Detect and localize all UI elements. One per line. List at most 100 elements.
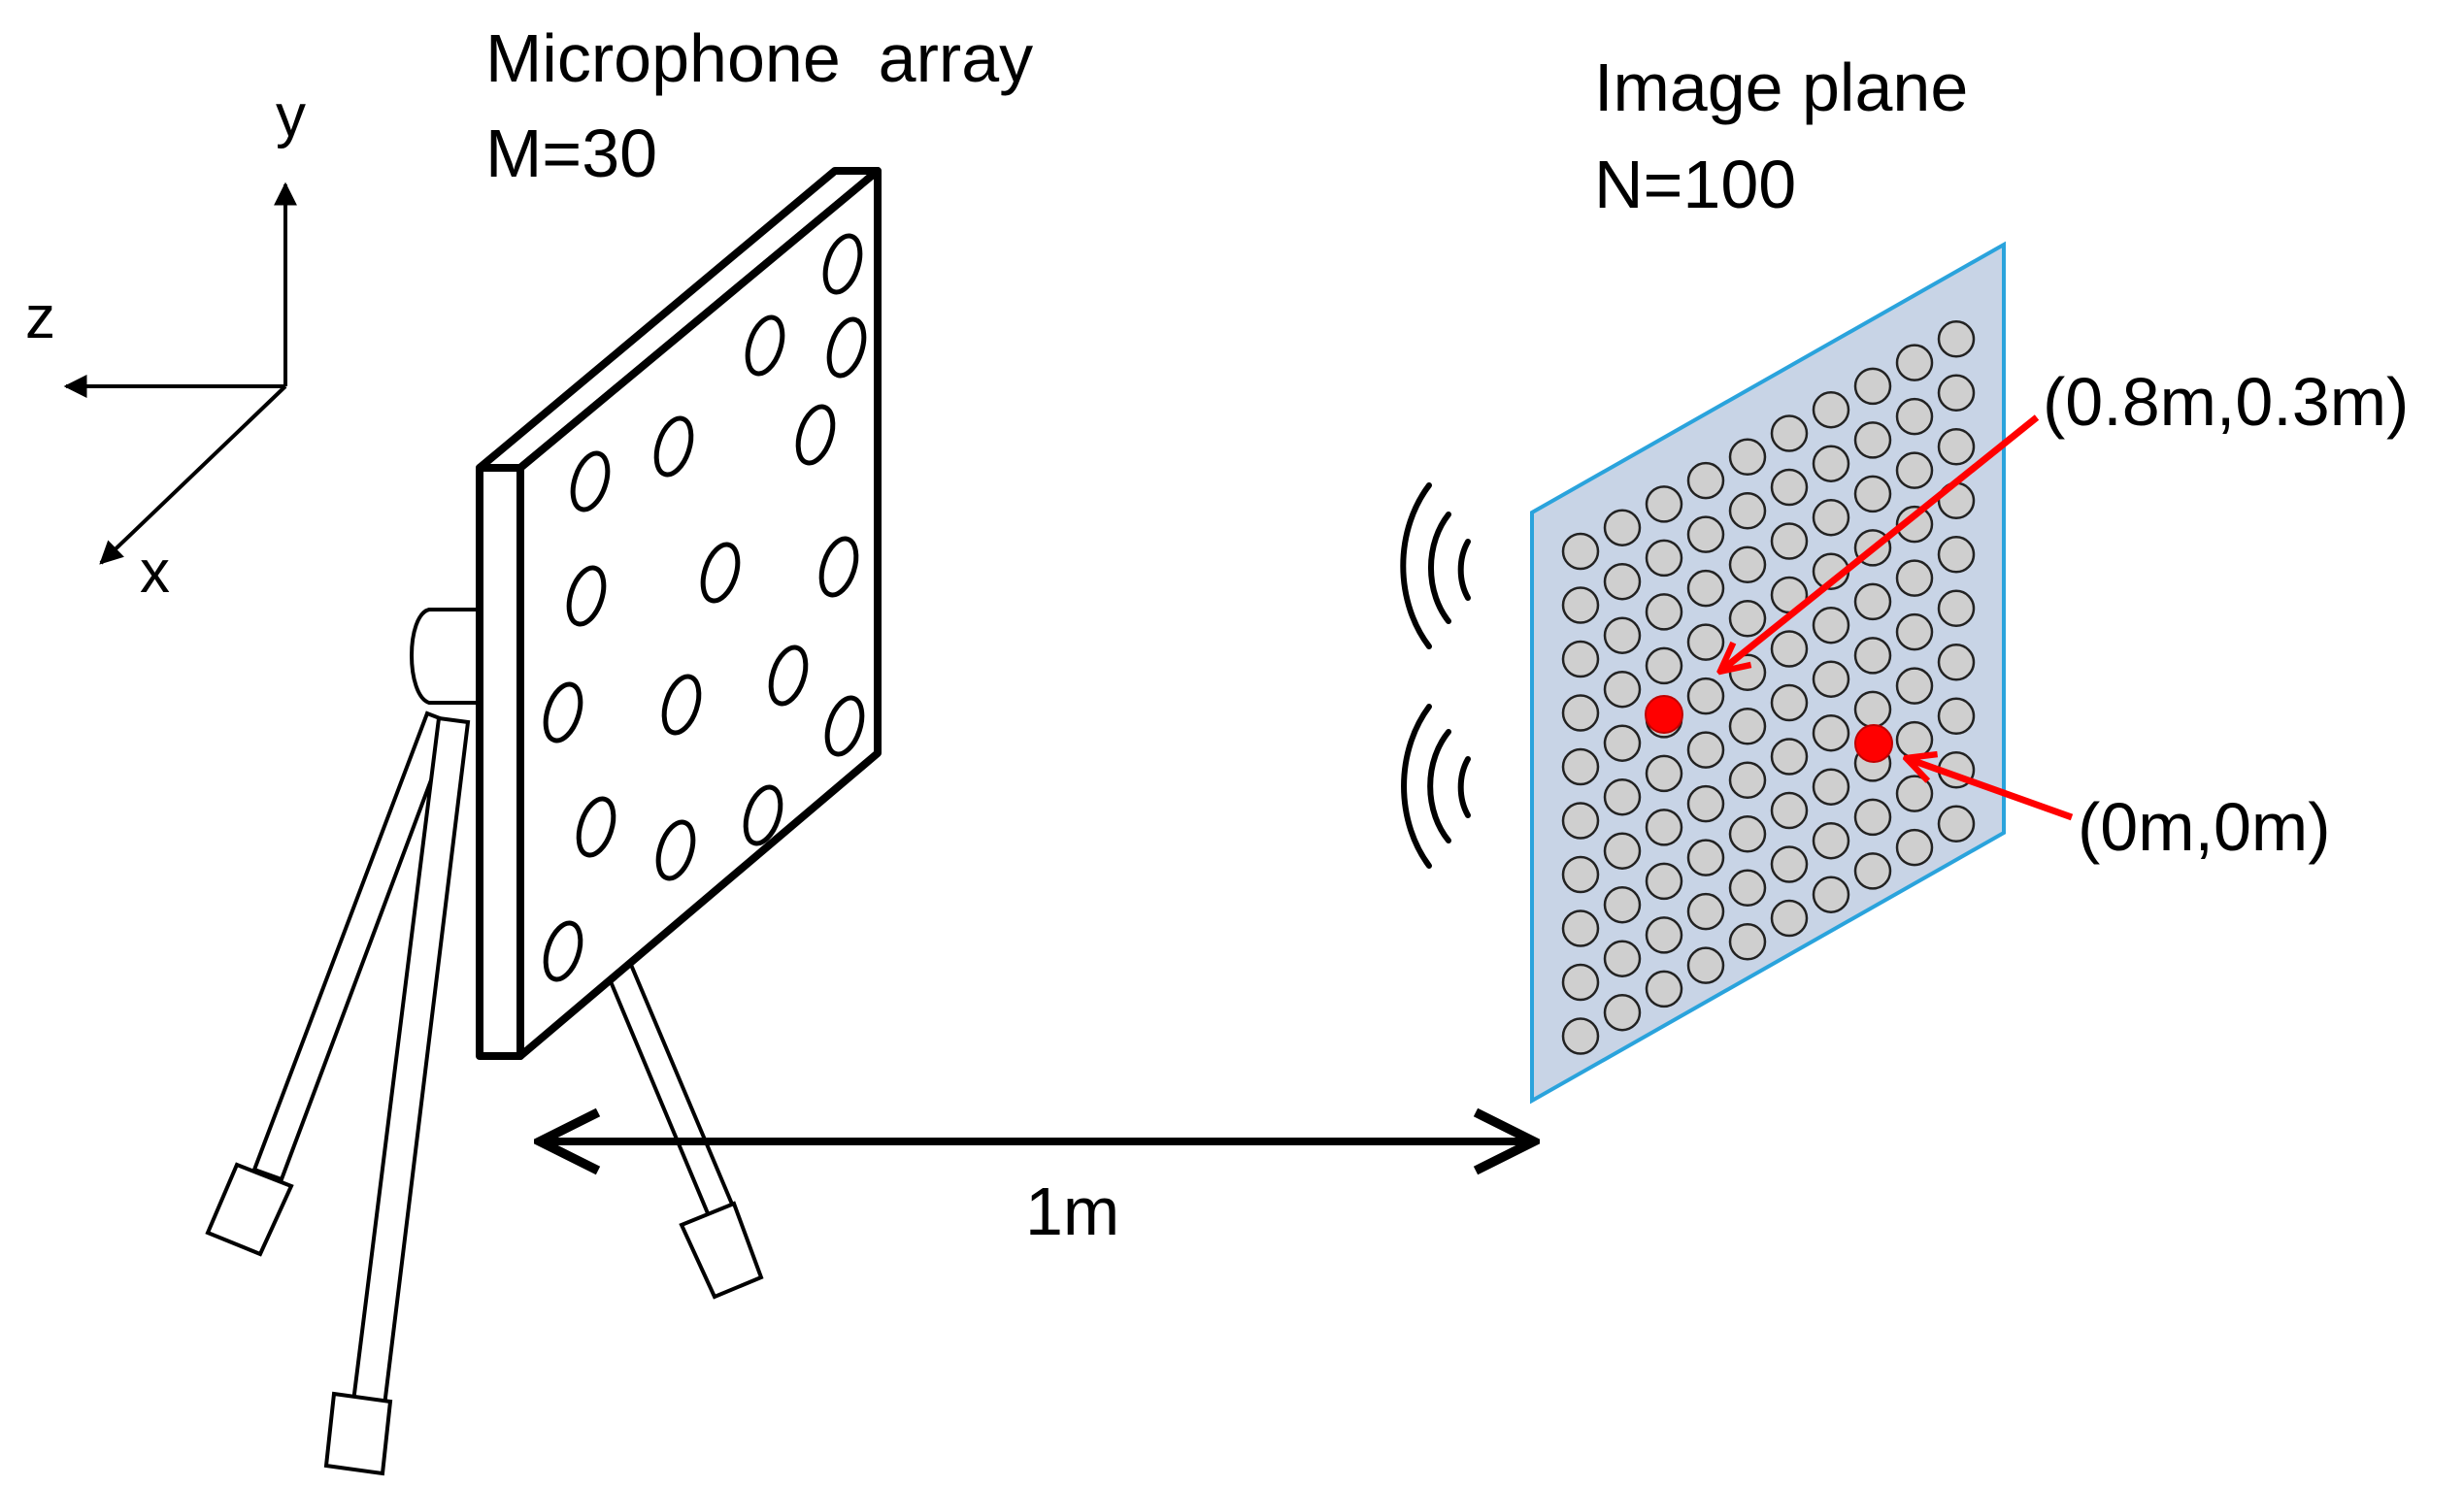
grid-point [1603, 993, 1642, 1032]
array-count: M=30 [485, 116, 657, 191]
coordinate-axes: y z x [25, 83, 306, 606]
grid-point [1603, 670, 1642, 709]
microphone-element [566, 565, 607, 627]
microphone-element [570, 450, 611, 512]
grid-point [1937, 644, 1976, 681]
x-axis-line [99, 384, 287, 565]
axis-x-label: x [140, 539, 170, 606]
grid-point [1895, 775, 1934, 812]
grid-point [1603, 562, 1642, 601]
grid-point [1645, 970, 1683, 1008]
grid-point [1770, 468, 1809, 507]
grid-point [1895, 828, 1934, 867]
grid-point [1937, 428, 1976, 466]
microphone-element [795, 404, 836, 466]
grid-point [1645, 809, 1683, 846]
grid-point [1812, 821, 1850, 860]
microphone-element [745, 314, 785, 377]
grid-point [1561, 694, 1600, 732]
grid-point [1770, 414, 1809, 452]
grid-point [1812, 445, 1850, 482]
grid-point [1770, 791, 1809, 830]
grid-point [1686, 946, 1725, 984]
source2-pointer-arrow [1909, 759, 2074, 821]
tripod [205, 608, 764, 1476]
grid-point [1686, 515, 1725, 553]
sound-wave-upper [1400, 482, 1471, 649]
annotations: 1m Microphone array M=30 Image plane N=1… [485, 20, 2409, 1249]
grid-point [1603, 777, 1642, 816]
microphone-element [818, 536, 859, 598]
grid-point [1853, 475, 1892, 513]
microphone-element [655, 819, 696, 881]
grid-point [1853, 367, 1892, 406]
microphone-element [543, 681, 583, 744]
grid-point [1561, 640, 1600, 678]
microphone-element [824, 695, 865, 757]
grid-point [1895, 505, 1934, 544]
grid-point [1728, 438, 1767, 477]
tripod-left-leg [205, 710, 455, 1257]
grid-point [1603, 616, 1642, 654]
grid-point [1561, 802, 1600, 840]
image-plane-grid-points [1561, 320, 1976, 1055]
grid-point [1603, 885, 1642, 924]
grid-point [1770, 899, 1809, 938]
sound-waves [1400, 482, 1471, 869]
grid-point [1895, 720, 1934, 759]
grid-point [1895, 612, 1934, 651]
image-plane-sheet [1530, 241, 2006, 1105]
distance-label: 1m [1025, 1173, 1119, 1249]
grid-point [1728, 815, 1767, 853]
grid-point [1686, 892, 1725, 931]
grid-point [1603, 940, 1642, 977]
grid-point [1728, 492, 1767, 530]
source2-coordinate-label: (0m,0m) [2078, 789, 2331, 865]
grid-point [1895, 559, 1934, 597]
grid-point [1895, 397, 1934, 436]
source-point-2 [1854, 724, 1893, 763]
axis-y-label: y [276, 83, 306, 149]
grid-point [1937, 805, 1976, 843]
microphone-element [661, 674, 702, 736]
grid-point [1561, 747, 1600, 786]
grid-point [1728, 708, 1767, 745]
grid-point [1645, 593, 1683, 631]
grid-point [1686, 731, 1725, 769]
grid-point [1853, 637, 1892, 675]
grid-point [1686, 569, 1725, 608]
microphone-element [768, 644, 809, 707]
microphone-array-board [476, 167, 882, 1060]
grid-point [1937, 536, 1976, 574]
grid-point [1770, 630, 1809, 668]
grid-point [1853, 582, 1892, 621]
grid-point [1561, 909, 1600, 947]
grid-point [1561, 1017, 1600, 1055]
grid-point [1895, 667, 1934, 705]
grid-point [1728, 600, 1767, 638]
grid-point [1812, 390, 1850, 429]
grid-point [1770, 522, 1809, 560]
axis-z-label: z [25, 284, 55, 351]
grid-point [1895, 451, 1934, 489]
microphone-element [543, 920, 583, 982]
source1-pointer-arrow [1722, 414, 2040, 670]
sound-wave-lower [1401, 704, 1471, 869]
microphone-element [576, 796, 616, 858]
grid-point [1770, 683, 1809, 722]
grid-point [1770, 738, 1809, 776]
grid-point [1812, 876, 1850, 913]
grid-point [1603, 832, 1642, 870]
array-title: Microphone array [485, 20, 1033, 96]
image-plane [1530, 241, 2006, 1105]
grid-point [1728, 923, 1767, 961]
grid-point [1645, 646, 1683, 685]
grid-point [1603, 724, 1642, 762]
grid-point [1645, 485, 1683, 523]
grid-point [1645, 539, 1683, 578]
grid-point [1561, 586, 1600, 624]
grid-point [1561, 963, 1600, 1002]
grid-point [1812, 713, 1850, 752]
microphone-element [653, 415, 694, 478]
